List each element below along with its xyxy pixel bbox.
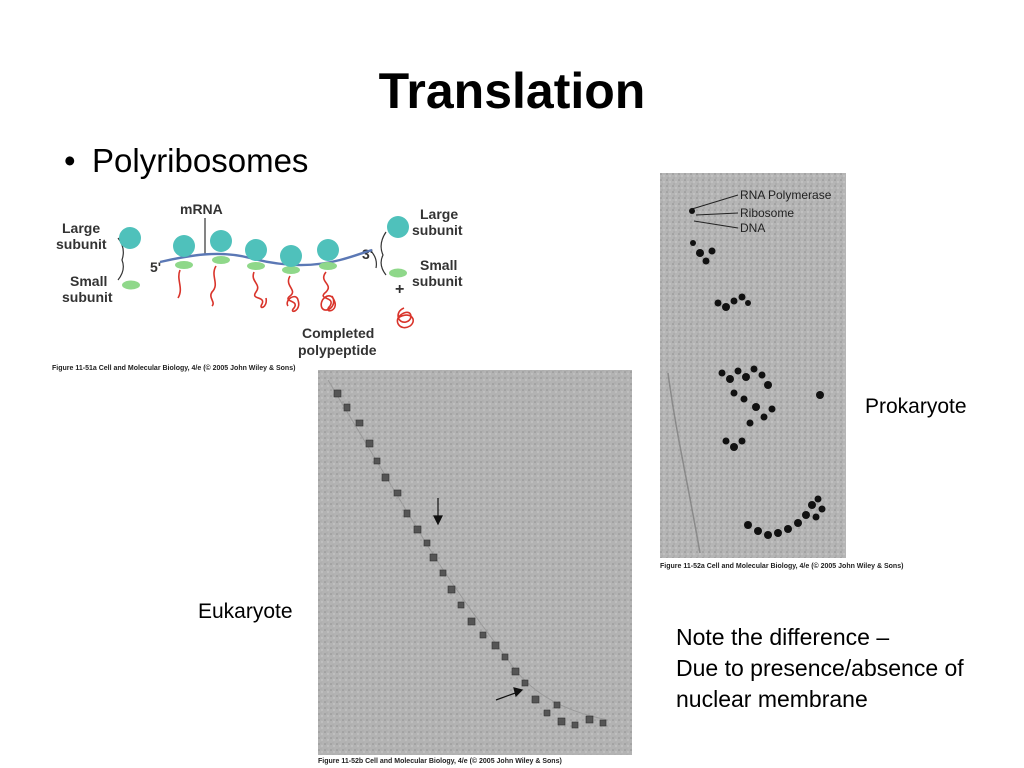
eukaryote-label: Eukaryote [198,600,293,623]
note-line-1: Note the difference – [676,624,890,650]
label-small-subunit-left-2: subunit [62,289,113,305]
eukaryote-caption: Figure 11-52b Cell and Molecular Biology… [318,758,562,765]
label-plus: + [395,281,404,298]
mrna-fiber [327,379,609,721]
label-completed-2: polypeptide [298,342,377,358]
label-small-subunit-right-1: Small [420,257,457,273]
ribosome-5 [317,239,339,270]
polypeptide-2 [210,265,217,307]
dna-strand [667,372,701,554]
label-dna: DNA [740,221,765,235]
prokaryote-caption: Figure 11-52a Cell and Molecular Biology… [660,563,904,570]
arrow-top-head [433,515,443,526]
free-large-subunit-left [119,227,141,249]
ribosome-3 [245,239,267,270]
label-large-subunit-right-1: Large [420,206,458,222]
arrow-bottom-head [513,687,524,698]
free-large-subunit-right [387,216,409,238]
ribosome-4 [280,245,302,274]
prokaryote-micrograph: RNA Polymerase Ribosome DNA [660,173,846,558]
label-five-prime: 5' [150,259,161,275]
slide-title: Translation [378,63,646,119]
arrow-bottom-line [495,691,519,701]
eukaryote-micrograph [318,370,632,755]
bullet-text: Polyribosomes [92,142,309,179]
free-small-subunit-right [389,268,407,278]
note-text: Note the difference – Due to presence/ab… [676,622,964,715]
note-line-2: Due to presence/absence of [676,655,964,681]
polypeptide-4 [286,275,300,313]
ribosome-1 [173,235,195,269]
diagram-caption: Figure 11-51a Cell and Molecular Biology… [52,365,296,372]
label-ribosome: Ribosome [740,206,794,220]
label-three-prime: 3' [362,246,373,262]
right-bracket [380,231,387,276]
free-small-subunit-left [122,280,140,290]
label-mrna: mRNA [180,201,223,217]
label-large-subunit-left-2: subunit [56,236,107,252]
polypeptide-1 [177,269,182,299]
bullet-dot-icon: • [64,142,76,179]
label-large-subunit-right-2: subunit [412,222,463,238]
note-line-3: nuclear membrane [676,686,868,712]
bullet-item: • Polyribosomes [64,142,308,180]
ribosome-2 [210,230,232,264]
polypeptide-completed [396,307,414,329]
label-large-subunit-left-1: Large [62,220,100,236]
label-completed-1: Completed [302,325,374,341]
label-rna-polymerase: RNA Polymerase [740,188,832,202]
prokaryote-label: Prokaryote [865,395,967,418]
polypeptide-5 [320,271,337,312]
label-small-subunit-left-1: Small [70,273,107,289]
label-small-subunit-right-2: subunit [412,273,463,289]
polypeptide-3 [252,271,268,309]
